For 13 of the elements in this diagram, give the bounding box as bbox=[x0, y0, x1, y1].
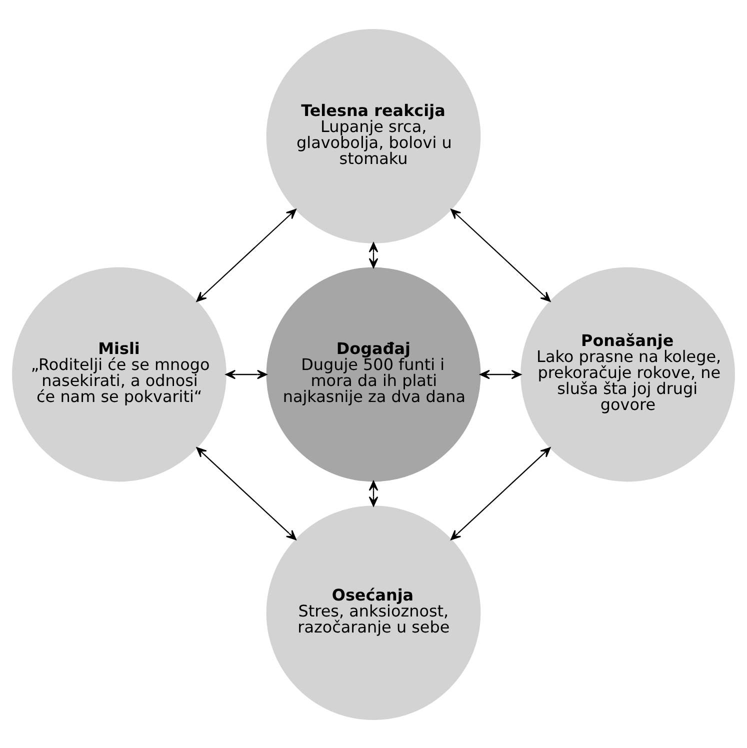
arrow bbox=[225, 369, 268, 379]
node-circle: Telesna reakcija Lupanje srca, glavobolja, bolovi u stomaku bbox=[266, 28, 481, 243]
arrow bbox=[368, 242, 378, 268]
arrow bbox=[368, 480, 378, 506]
node-circle: Događaj Duguje 500 funti i mora da ih plati najkasnije za dva dana bbox=[266, 266, 481, 482]
arrow bbox=[450, 208, 551, 302]
node-circle: Misli „Roditelji će se mnogo nasekirati, a odnosi će nam se pokvariti“ bbox=[12, 266, 226, 482]
node-circle: Osećanja Stres, anksioznost, razočaranje u sebe bbox=[266, 505, 481, 720]
node-circle: Ponašanje Lako prasne na kolege, prekoračuje rokove, ne sluša šta joj drugi govore bbox=[520, 266, 735, 482]
arrow bbox=[480, 369, 522, 379]
arrow bbox=[196, 446, 296, 540]
arrow bbox=[196, 208, 296, 302]
arrow bbox=[450, 446, 551, 540]
